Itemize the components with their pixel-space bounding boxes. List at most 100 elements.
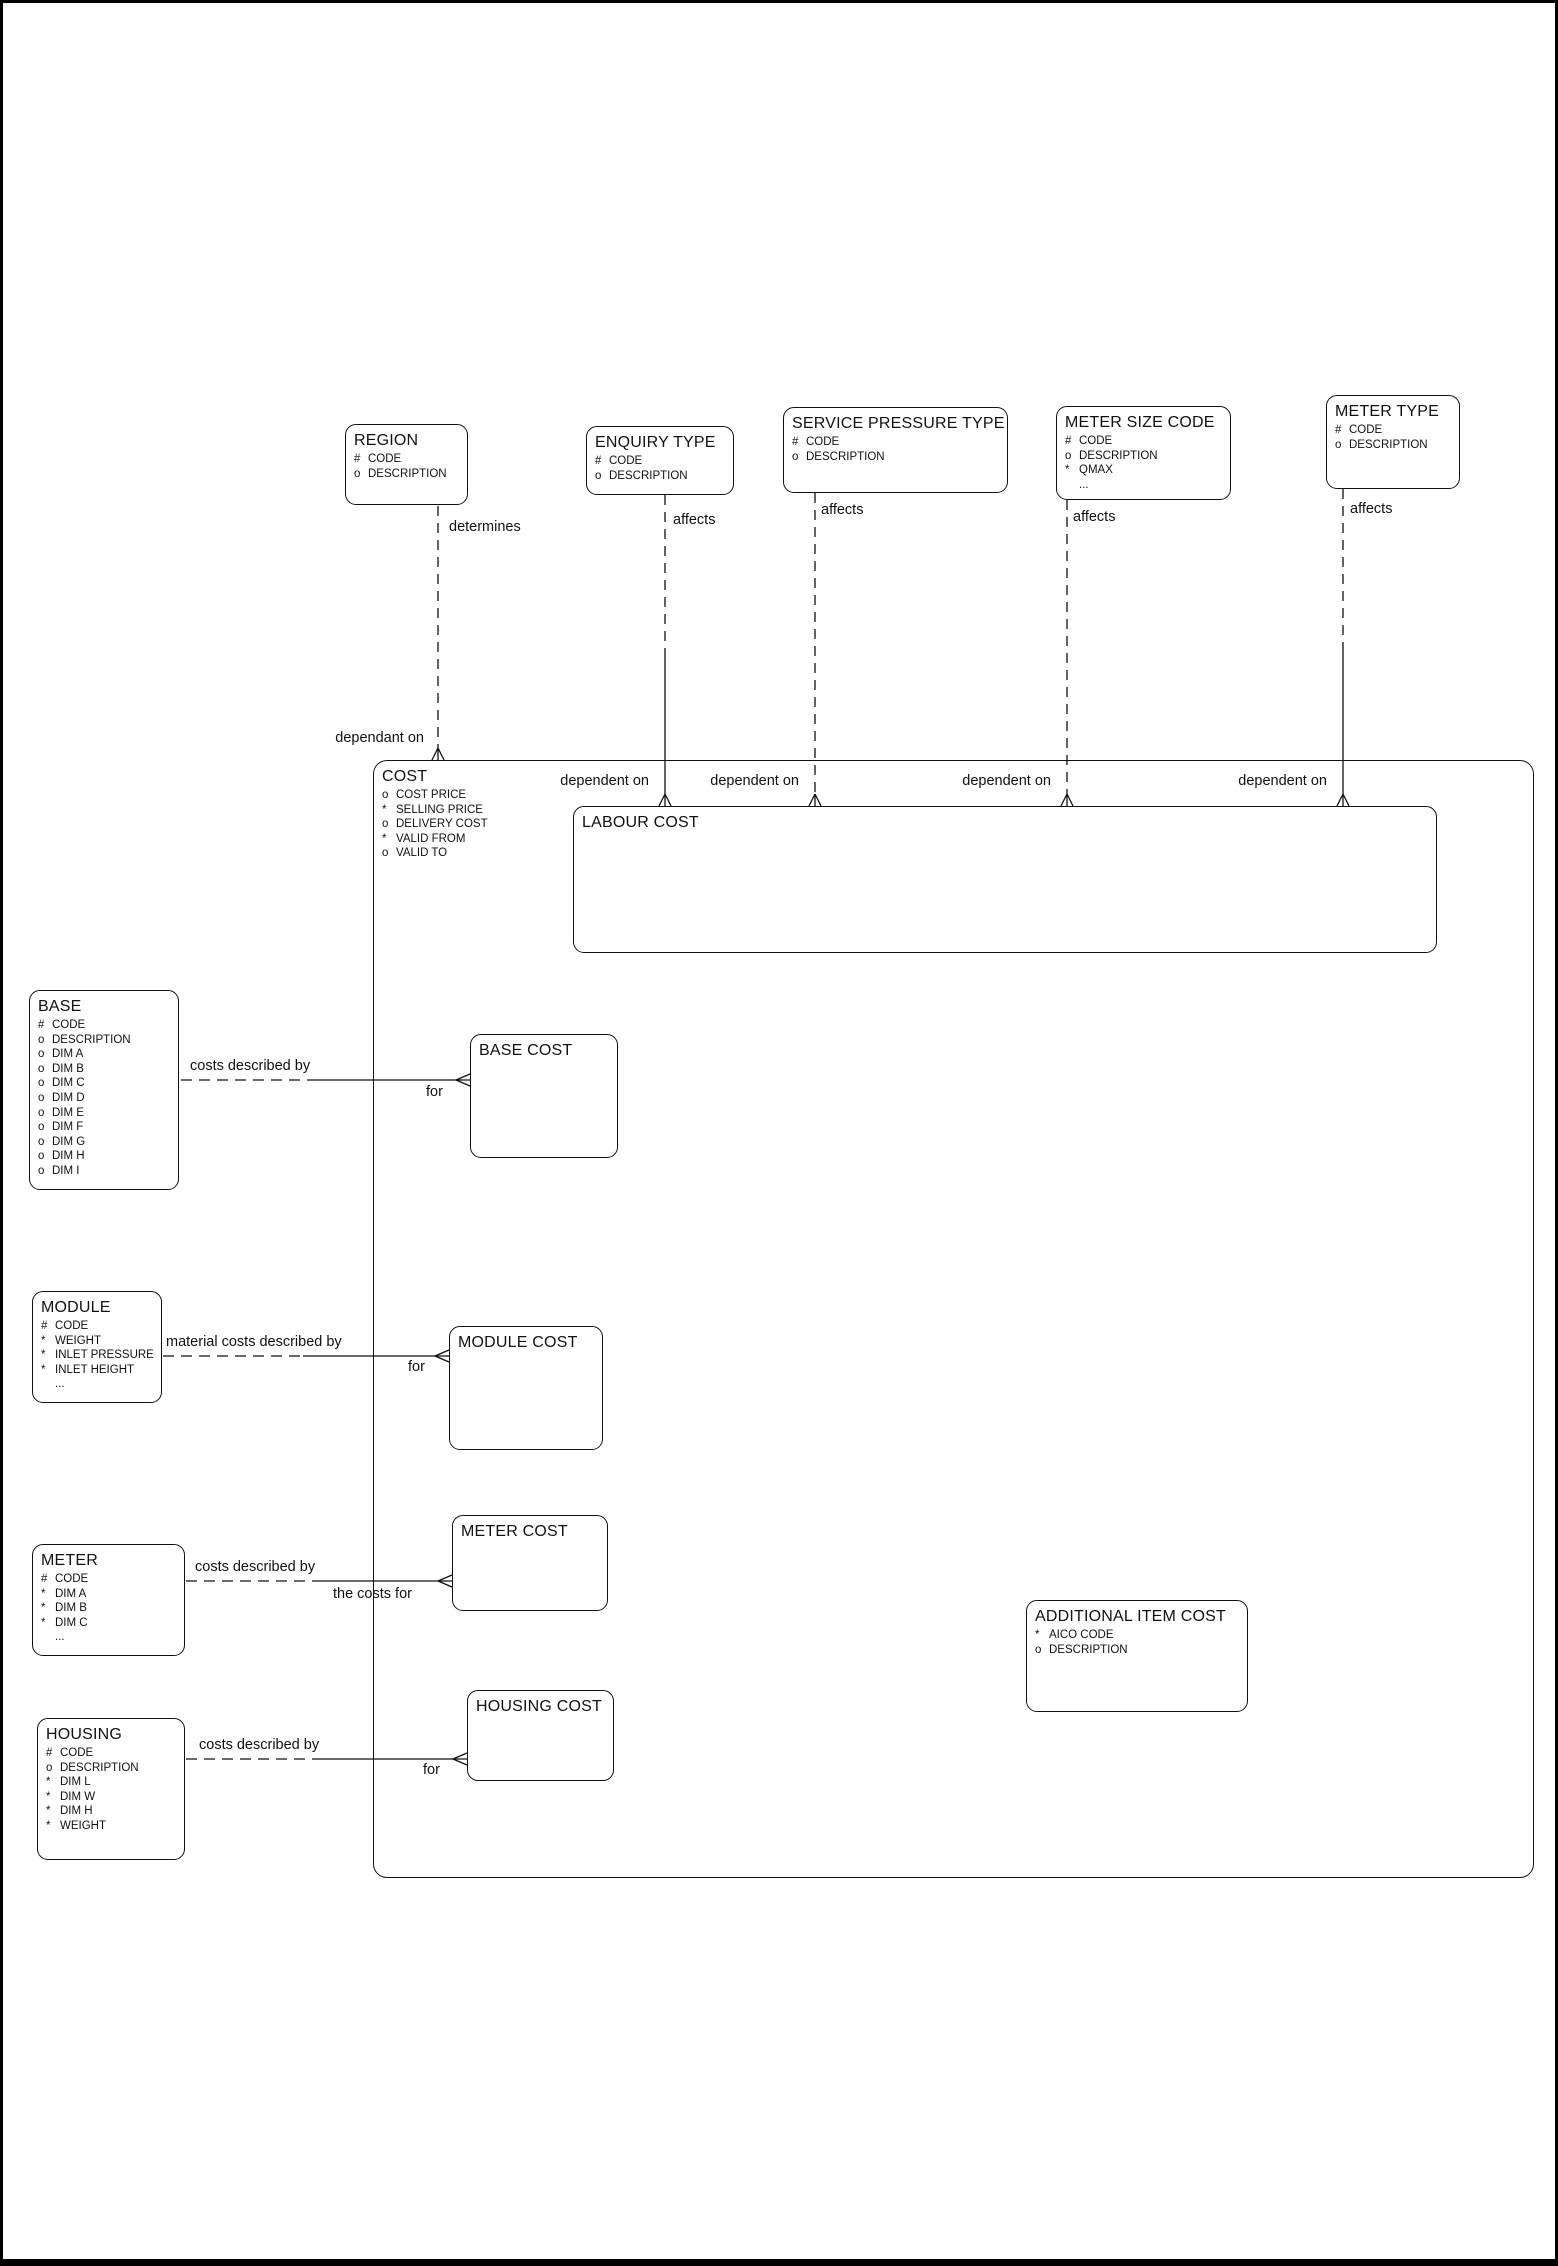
attribute-marker: o [38,1077,45,1090]
entity-module-cost[interactable]: MODULE COST [449,1326,603,1450]
attribute-marker [41,1377,55,1392]
attribute-marker: o [38,1033,45,1046]
entity-module-attributes: #CODE*WEIGHT*INLET PRESSURE*INLET HEIGHT… [41,1319,155,1392]
attribute-marker: o [38,1062,45,1075]
attribute-row: *WEIGHT [41,1334,155,1349]
attribute-name: DESCRIPTION [806,450,885,463]
attribute-name: INLET HEIGHT [55,1363,135,1376]
attribute-row: o COST PRICE [382,788,1527,803]
attribute-marker: # [41,1320,48,1332]
entity-service-pressure-type-title: SERVICE PRESSURE TYPE [792,415,1005,432]
rel-label-dependent-on-service-pressure: dependent on [710,773,799,789]
rel-label-material-costs-described-by: material costs described by [166,1334,342,1350]
rel-label-for-housing: for [423,1762,440,1778]
attribute-row: # CODE [595,454,727,469]
attribute-row: #CODE [41,1572,178,1587]
attribute-name: DIM A [55,1587,87,1600]
attribute-name: DIM C [55,1616,88,1629]
attribute-marker: o [1335,438,1342,451]
entity-base-cost[interactable]: BASE COST [470,1034,618,1158]
attribute-marker: * [46,1776,51,1789]
rel-line-region-cost[interactable] [431,506,445,761]
attribute-name: COST PRICE [396,789,467,801]
attribute-name: DESCRIPTION [52,1033,131,1046]
attribute-marker [41,1630,55,1645]
entity-module-cost-title: MODULE COST [458,1334,578,1351]
attribute-name: CODE [806,436,840,448]
entity-meter[interactable]: METER #CODE*DIM A*DIM B*DIM C... [32,1544,185,1656]
rel-label-dependent-on-enquiry: dependent on [560,773,649,789]
attribute-name: DIM E [52,1106,84,1119]
rel-label-dependant-on: dependant on [335,730,424,746]
attribute-row: o DIM B [38,1062,172,1077]
attribute-marker: # [792,436,799,448]
attribute-name: CODE [368,453,402,465]
attribute-row: # CODE [792,435,1001,450]
attribute-marker: # [354,453,361,465]
rel-label-costs-described-by-housing: costs described by [199,1737,320,1753]
entity-module[interactable]: MODULE #CODE*WEIGHT*INLET PRESSURE*INLET… [32,1291,162,1403]
attribute-name: DIM H [60,1805,93,1818]
attribute-row: *SELLING PRICE [382,803,1527,818]
attribute-marker: o [38,1048,45,1061]
attribute-name: DELIVERY COST [396,818,488,831]
attribute-name: DIM I [52,1164,80,1177]
attribute-row: *WEIGHT [46,1819,178,1834]
attribute-row: * DIM W [46,1790,178,1805]
attribute-marker: * [46,1790,51,1803]
attribute-marker: o [382,789,389,801]
attribute-row: ... [41,1377,155,1392]
attribute-marker: * [1065,464,1070,477]
attribute-marker: # [595,455,602,467]
attribute-name: CODE [1349,424,1383,436]
attribute-marker: * [41,1587,46,1600]
attribute-name: DIM W [60,1790,96,1803]
attribute-name: DIM D [52,1091,85,1104]
entity-meter-attributes: #CODE*DIM A*DIM B*DIM C... [41,1572,178,1645]
attribute-row: #CODE [1065,434,1224,449]
rel-label-costs-described-by-meter: costs described by [195,1559,316,1575]
rel-line-meter-type-labour[interactable] [1336,489,1350,807]
attribute-marker: o [382,847,389,860]
attribute-name: CODE [609,455,643,467]
entity-base-cost-title: BASE COST [479,1042,573,1059]
attribute-marker: o [38,1135,45,1148]
entity-housing-title: HOUSING [46,1726,123,1743]
attribute-name: DIM B [52,1062,84,1075]
attribute-row: #CODE [46,1746,178,1761]
attribute-name: SELLING PRICE [396,803,483,816]
attribute-row: *QMAX [1065,463,1224,478]
entity-labour-cost[interactable]: LABOUR COST [573,806,1437,953]
attribute-name: DESCRIPTION [60,1761,139,1774]
attribute-marker: * [41,1349,46,1362]
entity-meter-cost[interactable]: METER COST [452,1515,608,1611]
attribute-marker [1065,478,1079,493]
rel-label-dependent-on-meter-type: dependent on [1238,773,1327,789]
attribute-name: CODE [1079,435,1113,447]
entity-housing-cost[interactable]: HOUSING COST [467,1690,614,1781]
crow-foot-region-cost [431,747,445,761]
attribute-name: DIM L [60,1776,91,1789]
attribute-name: ... [55,1378,65,1391]
attribute-marker: * [41,1616,46,1629]
attribute-marker: o [595,469,602,482]
attribute-row: * DIM L [46,1775,178,1790]
rel-label-dependent-on-meter-size: dependent on [962,773,1051,789]
attribute-marker: o [38,1106,45,1119]
attribute-marker: * [41,1602,46,1615]
